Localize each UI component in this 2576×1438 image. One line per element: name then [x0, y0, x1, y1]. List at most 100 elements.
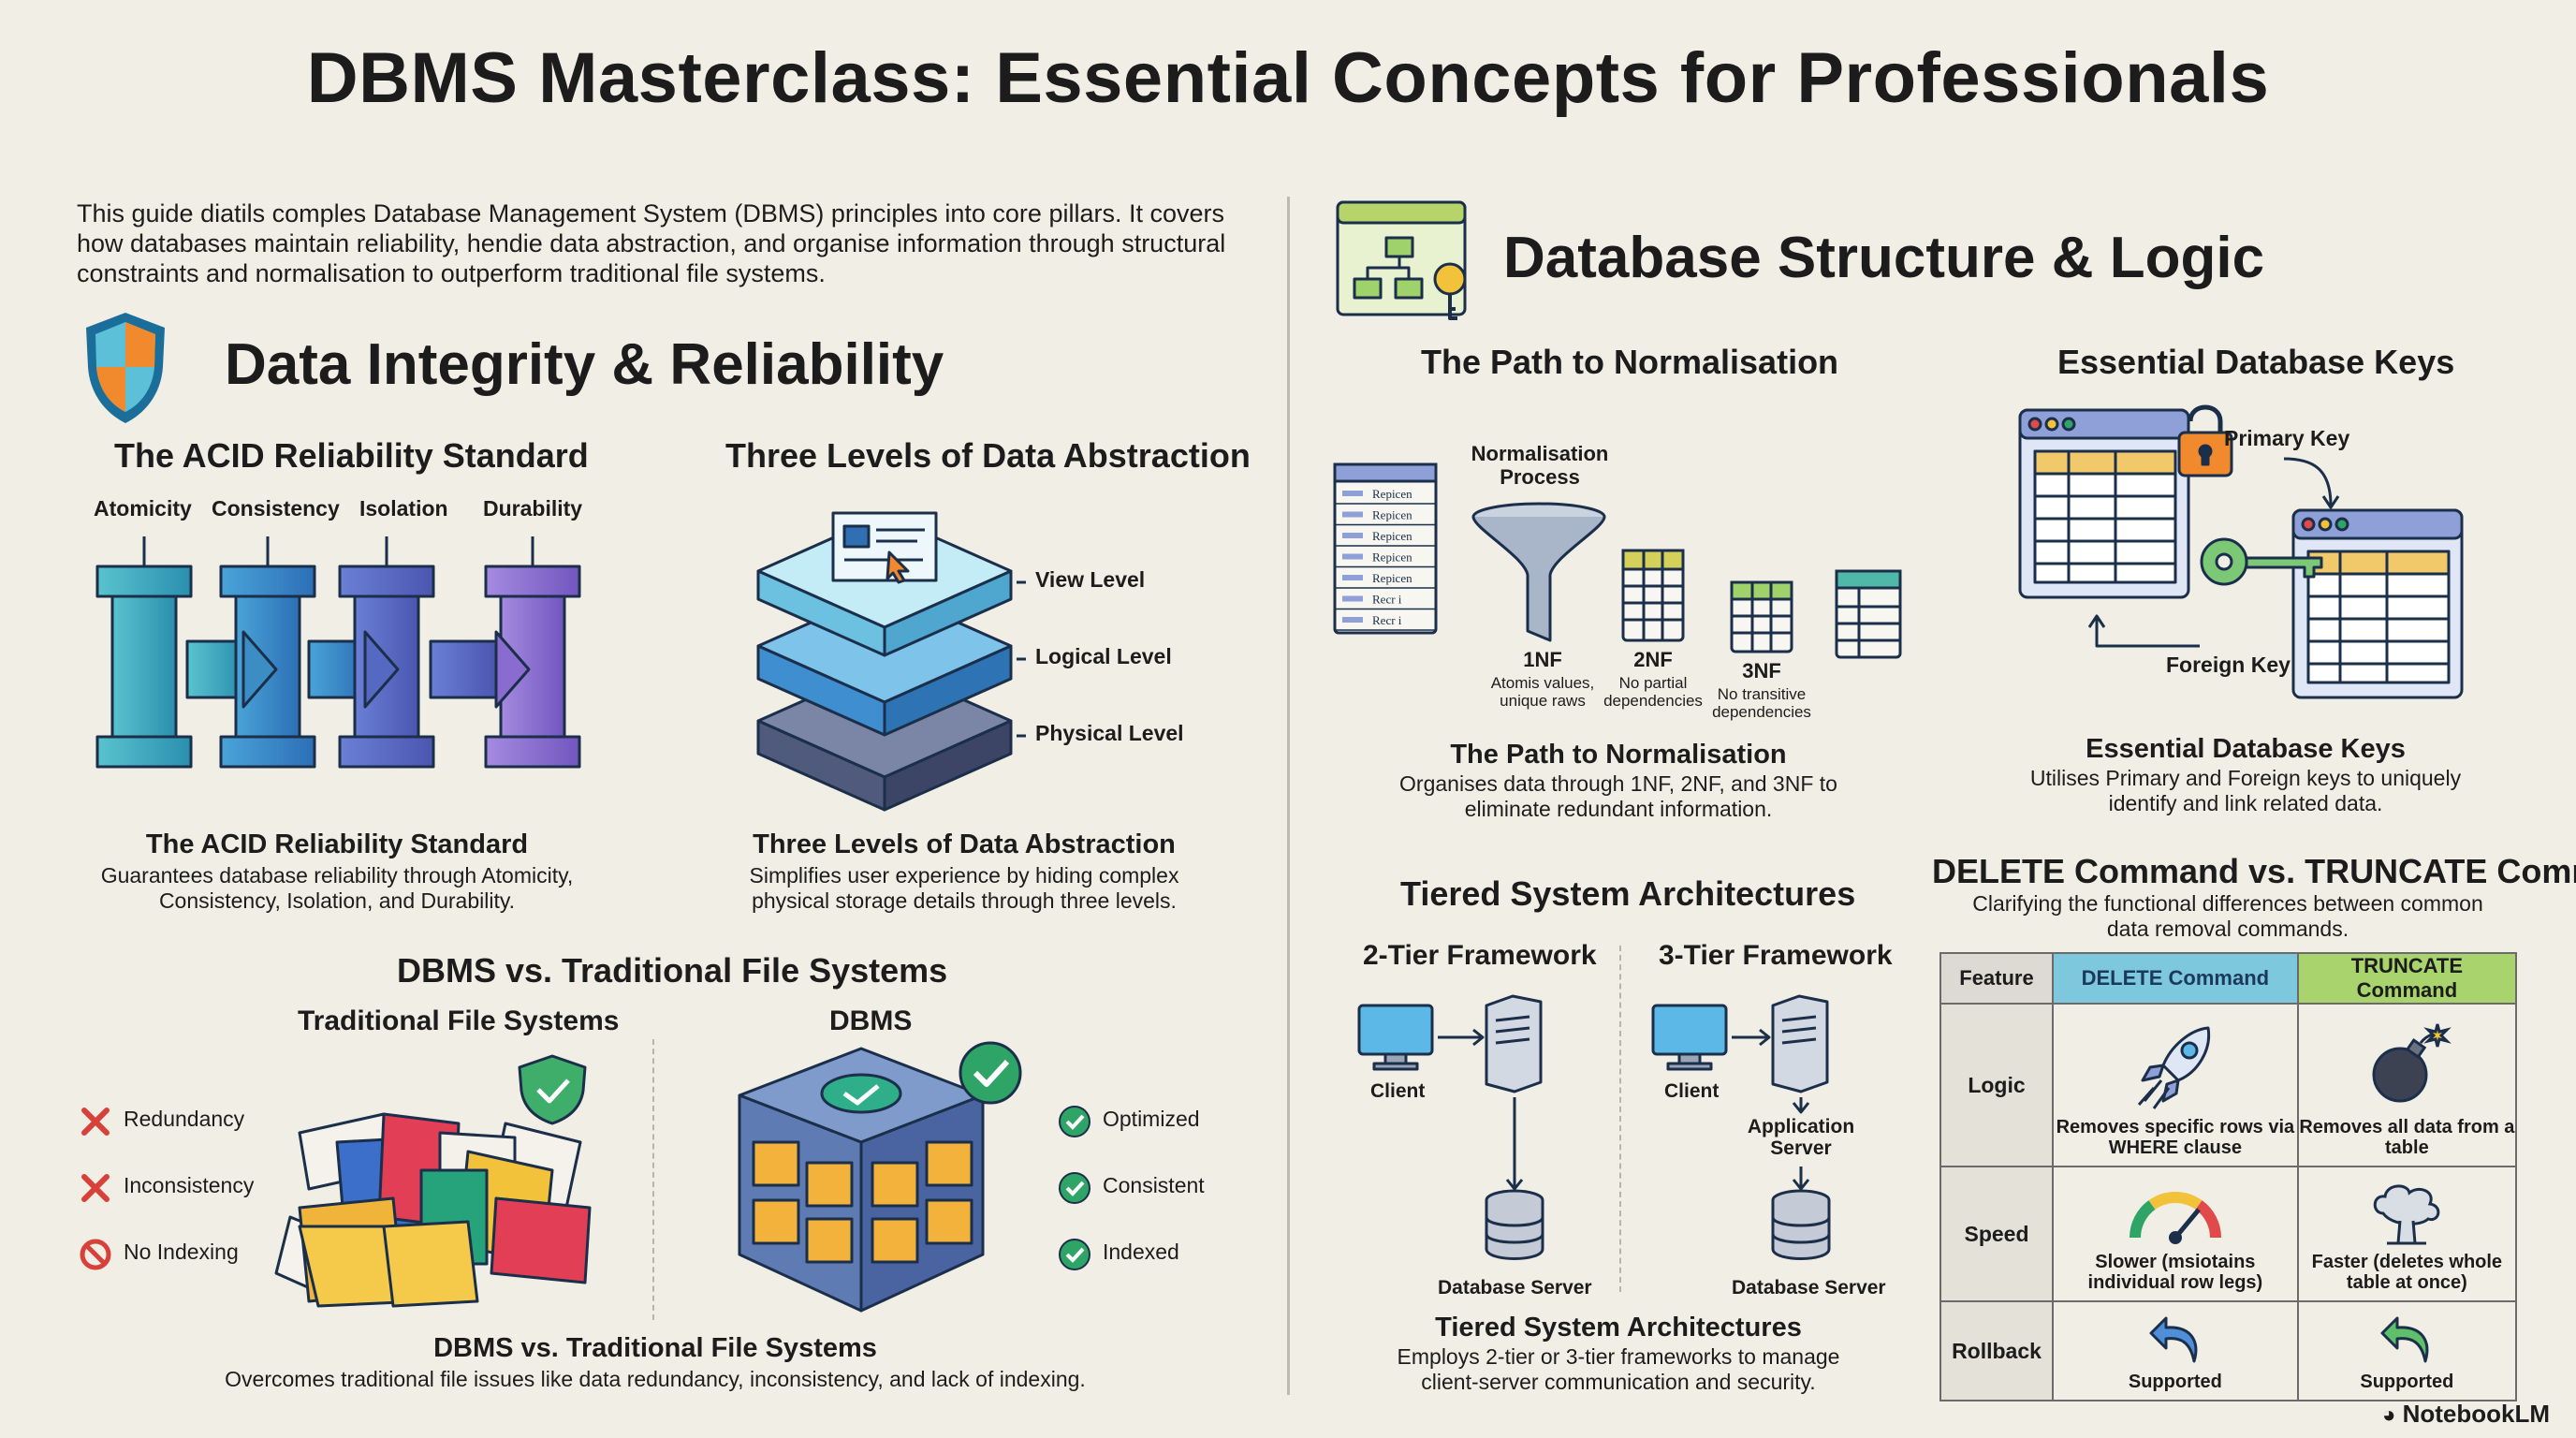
nf3-label: 3NF	[1742, 659, 1781, 682]
cell-delete-speed: Slower (msiotains individual row legs)	[2052, 1166, 2299, 1302]
acid-pillar-durability: Durability	[483, 496, 583, 521]
nf2-table-icon	[1621, 549, 1685, 642]
delete-logic-text: Removes specific rows via WHERE clause	[2056, 1117, 2295, 1158]
tiers-caption-desc: Employs 2-tier or 3-tier frameworks to m…	[1397, 1344, 1840, 1394]
row-label-rollback: Rollback	[1939, 1300, 2054, 1401]
table-row-label: Recr i	[1372, 593, 1402, 607]
benefit-optimized: Optimized	[1103, 1107, 1200, 1131]
header-delete: DELETE Command	[2052, 952, 2299, 1005]
section-heading-integrity: Data Integrity & Reliability	[225, 332, 944, 397]
three-tier-label: 3-Tier Framework	[1659, 940, 1893, 971]
page-title: DBMS Masterclass: Essential Concepts for…	[306, 38, 2270, 118]
cell-truncate-rollback: Supported	[2296, 1300, 2518, 1401]
table-row-marker	[1342, 617, 1363, 623]
dbms-cabinet-illustration	[738, 1041, 1022, 1313]
three-tier-db-label: Database Server	[1732, 1277, 1886, 1299]
check-icon	[1059, 1239, 1090, 1270]
header-feature: Feature	[1939, 952, 2054, 1005]
keys-title: Essential Database Keys	[2057, 343, 2455, 381]
truncate-logic-text: Removes all data from a table	[2299, 1117, 2515, 1158]
table-row-label: Recr i	[1372, 613, 1402, 627]
table-row-marker	[1342, 575, 1363, 580]
abstraction-physical-level: Physical Level	[1035, 721, 1184, 745]
normalisation-caption-title: The Path to Normalisation	[1450, 740, 1787, 770]
nf2-desc: No partial dependencies	[1603, 674, 1703, 710]
cross-icon	[81, 1108, 110, 1136]
undo-arrow-icon	[2380, 1316, 2429, 1363]
header-truncate: TRUNCATE Command	[2296, 952, 2518, 1005]
column-divider	[1287, 197, 1290, 1395]
vs-divider	[652, 1039, 654, 1320]
acid-caption-desc: Guarantees database reliability through …	[100, 863, 574, 913]
normalisation-caption-desc: Organises data through 1NF, 2NF, and 3NF…	[1399, 771, 1837, 821]
issue-redundancy: Redundancy	[124, 1107, 245, 1131]
final-table-icon	[1835, 569, 1902, 659]
abstraction-view-level: View Level	[1035, 567, 1146, 592]
acid-pillar-consistency: Consistency	[212, 496, 340, 521]
gauge-icon	[2129, 1191, 2221, 1244]
acid-pillar-atomicity: Atomicity	[94, 496, 192, 521]
table-row-label: Repicen	[1372, 550, 1412, 565]
dbms-label: DBMS	[829, 1005, 913, 1036]
nf1-desc: Atomis values, unique raws	[1490, 674, 1595, 710]
tiers-divider	[1619, 946, 1621, 1292]
messy-files-illustration	[274, 1054, 592, 1308]
undo-arrow-icon	[2149, 1316, 2198, 1363]
abstraction-caption-desc: Simplifies user experience by hiding com…	[749, 863, 1179, 913]
nf2-label: 2NF	[1633, 648, 1673, 671]
abstraction-caption-title: Three Levels of Data Abstraction	[753, 829, 1176, 859]
abstraction-title: Three Levels of Data Abstraction	[725, 436, 1251, 475]
abstraction-logical-level: Logical Level	[1035, 644, 1172, 668]
flowchart-key-icon	[1336, 200, 1467, 320]
table-row-marker	[1342, 491, 1363, 496]
rocket-icon	[2137, 1026, 2210, 1109]
benefit-consistent: Consistent	[1103, 1173, 1205, 1197]
three-tier-diagram	[1651, 994, 1831, 1260]
nf3-desc: No transitive dependencies	[1712, 685, 1811, 721]
shield-icon	[86, 313, 165, 423]
table-row-marker	[1342, 553, 1363, 560]
compare-title: DELETE Command vs. TRUNCATE Command	[1932, 852, 2576, 890]
normalisation-title: The Path to Normalisation	[1421, 343, 1839, 381]
table-row-label: Repicen	[1372, 529, 1412, 543]
primary-key-label: Primary Key	[2224, 426, 2350, 450]
keys-caption-title: Essential Database Keys	[2086, 734, 2406, 764]
issue-inconsistency: Inconsistency	[124, 1173, 255, 1197]
truncate-rollback-text: Supported	[2360, 1372, 2454, 1392]
foreign-key-label: Foreign Key	[2166, 653, 2291, 677]
three-tier-client-label: Client	[1664, 1080, 1720, 1102]
notebooklm-brand: ◕ NotebookLM	[2382, 1400, 2550, 1429]
truncate-speed-text: Faster (deletes whole table at once)	[2311, 1252, 2503, 1293]
acid-caption-title: The ACID Reliability Standard	[145, 829, 529, 859]
database-keys-illustration	[2018, 404, 2464, 699]
table-row-marker	[1342, 595, 1363, 602]
two-tier-label: 2-Tier Framework	[1363, 940, 1597, 971]
tiers-title: Tiered System Architectures	[1400, 874, 1856, 913]
acid-pillar-isolation: Isolation	[359, 496, 448, 521]
check-icon	[1059, 1172, 1090, 1204]
cell-delete-logic: Removes specific rows via WHERE clause	[2052, 1003, 2299, 1167]
delete-speed-text: Slower (msiotains individual row legs)	[2087, 1252, 2263, 1293]
cross-icon	[81, 1174, 110, 1202]
nf3-table-icon	[1730, 580, 1793, 653]
unnormalised-table-icon: RepicenRepicenRepicenRepicenRepicenRecr …	[1333, 462, 1438, 635]
normalisation-process-label: Normalisation Process	[1471, 442, 1609, 489]
delete-truncate-table: Feature DELETE Command TRUNCATE Command …	[1939, 952, 2518, 1401]
tiers-caption-title: Tiered System Architectures	[1435, 1313, 1802, 1343]
bomb-icon	[2372, 1023, 2452, 1103]
table-row-label: Repicen	[1372, 487, 1412, 501]
cell-truncate-logic: Removes all data from a table	[2296, 1003, 2518, 1167]
check-icon	[1059, 1106, 1090, 1137]
delete-rollback-text: Supported	[2128, 1372, 2222, 1392]
compare-desc: Clarifying the functional differences be…	[1972, 891, 2483, 941]
acid-pillars-illustration	[95, 536, 581, 769]
section-heading-structure: Database Structure & Logic	[1503, 226, 2265, 290]
nf1-label: 1NF	[1523, 648, 1562, 671]
table-row-marker	[1342, 511, 1363, 518]
abstraction-layers-illustration	[756, 511, 1026, 812]
table-row: Logic Removes specific rows via WHERE cl…	[1939, 1003, 2518, 1167]
dbms-vs-files-title: DBMS vs. Traditional File Systems	[397, 951, 948, 990]
brand-name: NotebookLM	[2402, 1400, 2550, 1428]
table-row: Speed Slower (msiotains individual row l…	[1939, 1166, 2518, 1302]
keys-caption-desc: Utilises Primary and Foreign keys to uni…	[2029, 766, 2462, 815]
